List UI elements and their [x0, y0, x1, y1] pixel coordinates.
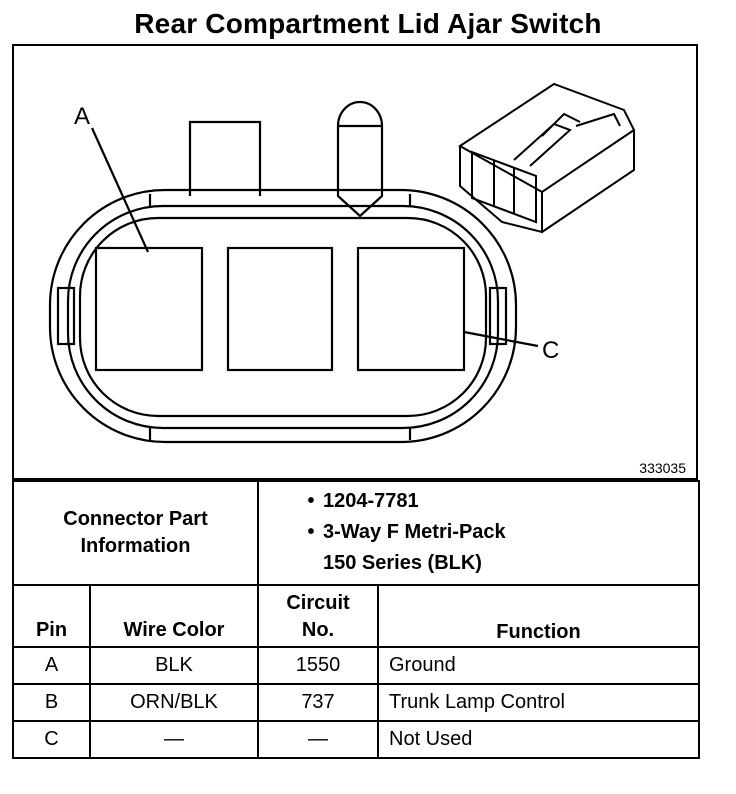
page-title: Rear Compartment Lid Ajar Switch	[134, 8, 602, 39]
connector-face-drawing: A C	[48, 82, 636, 444]
wire-color-cell: —	[89, 720, 259, 759]
circuit-cell: —	[257, 720, 379, 759]
callout-a-leader	[90, 127, 150, 253]
connector-outer-shell	[48, 188, 518, 444]
function-cell: Not Used	[377, 720, 700, 759]
left-rib	[56, 286, 76, 346]
figure-id: 333035	[639, 460, 686, 476]
polarization-key	[336, 100, 384, 218]
right-rib	[488, 286, 508, 346]
callout-c-leader	[463, 330, 539, 348]
connector-diagram: A C 333035	[12, 44, 698, 480]
part-number-line: • 1204-7781	[259, 486, 698, 517]
connector-type: 3-Way F Metri-Pack 150 Series (BLK)	[323, 521, 506, 574]
function-cell: Ground	[377, 646, 700, 685]
connector-part-values: • 1204-7781 • 3-Way F Metri-Pack 150 Ser…	[257, 480, 700, 586]
circuit-cell: 1550	[257, 646, 379, 685]
pin-cavity-c	[356, 246, 466, 372]
bullet-icon: •	[307, 521, 315, 543]
table-row: B ORN/BLK 737 Trunk Lamp Control	[12, 683, 700, 722]
connector-inner-wall	[66, 204, 500, 430]
pin-cavity-b	[226, 246, 334, 372]
connector-info-table: Connector Part Information • 1204-7781 •…	[12, 480, 700, 759]
part-number: 1204-7781	[323, 490, 419, 512]
header-circuit-no: Circuit No.	[257, 584, 379, 648]
table-row: A BLK 1550 Ground	[12, 646, 700, 685]
header-function: Function	[377, 584, 700, 648]
connector-type-line: • 3-Way F Metri-Pack 150 Series (BLK)	[259, 517, 698, 579]
connector-part-label: Connector Part Information	[12, 480, 259, 586]
header-pin: Pin	[12, 584, 91, 648]
pin-cavity-a	[94, 246, 204, 372]
bullet-icon: •	[307, 490, 315, 512]
callout-c-label: C	[542, 337, 559, 364]
table-row: C — — Not Used	[12, 720, 700, 759]
wire-color-cell: ORN/BLK	[89, 683, 259, 722]
header-wire-color: Wire Color	[89, 584, 259, 648]
wire-color-cell: BLK	[89, 646, 259, 685]
connector-3d-sketch	[458, 82, 636, 234]
pin-cell: A	[12, 646, 91, 685]
circuit-cell: 737	[257, 683, 379, 722]
latch-tab	[188, 120, 262, 196]
pin-cell: B	[12, 683, 91, 722]
table-header-row: Pin Wire Color Circuit No. Function	[12, 584, 700, 648]
connector-cavity	[78, 216, 488, 418]
pin-cell: C	[12, 720, 91, 759]
callout-a-label: A	[74, 103, 90, 130]
function-cell: Trunk Lamp Control	[377, 683, 700, 722]
